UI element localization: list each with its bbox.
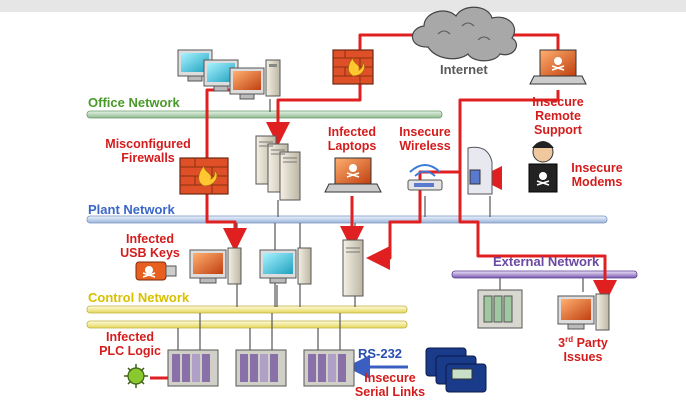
third-party-issues-label: 3rd Party Issues [558,335,608,364]
internet-cloud-icon [411,6,517,62]
office-network-label: Office Network [88,95,181,110]
server-rack-icon [255,135,301,201]
plc-rack-1 [167,349,219,387]
plc-rack-3 [303,349,355,387]
svg-text:Modems: Modems [572,175,623,189]
svg-text:Issues: Issues [564,350,603,364]
svg-text:Infected: Infected [328,125,376,139]
svg-text:Insecure: Insecure [399,125,450,139]
svg-text:Support: Support [534,123,583,137]
internet-label: Internet [440,62,488,77]
svg-text:PLC Logic: PLC Logic [99,344,161,358]
svg-text:USB Keys: USB Keys [120,246,180,260]
office-network-bus [86,110,443,119]
infected-laptop-icon [324,157,382,193]
third-party-workstation [557,293,610,331]
svg-text:Laptops: Laptops [328,139,377,153]
control-network-bus-2 [86,320,408,329]
insecure-serial-links-label: Insecure Serial Links [355,371,425,399]
plant-network-label: Plant Network [88,202,175,217]
hacker-icon [528,141,558,193]
usb-key-icon [135,261,177,281]
plant-firewall-icon [179,157,229,195]
rs232-label: RS-232 [358,346,402,361]
svg-text:Infected: Infected [106,330,154,344]
svg-text:Insecure: Insecure [571,161,622,175]
insecure-modems-label: Insecure Modems [571,161,622,189]
infected-plc-logic-label: Infected PLC Logic [99,330,161,358]
misconfigured-firewalls-label: Misconfigured Firewalls [105,137,190,165]
plc-rack-2 [235,349,287,387]
svg-text:3rd Party: 3rd Party [558,335,608,350]
svg-text:Firewalls: Firewalls [121,151,175,165]
external-network-label: External Network [493,254,600,269]
plant-server-icon [342,239,364,297]
top-strip [0,0,686,12]
svg-text:Insecure: Insecure [532,95,583,109]
wireless-access-point-icon [407,164,443,191]
external-plc-icon [477,289,523,329]
svg-text:Wireless: Wireless [399,139,450,153]
office-workstations [177,49,281,100]
remote-support-laptop-icon [529,49,587,85]
insecure-remote-support-label: Insecure Remote Support [532,95,583,137]
control-network-bus-1 [86,305,408,314]
svg-text:Infected: Infected [126,232,174,246]
svg-text:Remote: Remote [535,109,581,123]
external-network-bus [451,270,638,279]
plant-hmi-infected [189,247,242,285]
infected-laptops-label: Infected Laptops [328,125,377,153]
svg-text:Serial Links: Serial Links [355,385,425,399]
svg-text:Insecure: Insecure [364,371,415,385]
insecure-wireless-label: Insecure Wireless [399,125,450,153]
svg-text:Misconfigured: Misconfigured [105,137,190,151]
plant-hmi [259,247,312,285]
infected-usb-keys-label: Infected USB Keys [120,232,180,260]
modem-icon [467,146,493,195]
plant-network-bus [86,215,608,224]
firewall-icon [332,49,374,85]
virus-icon [124,364,148,388]
control-network-label: Control Network [88,290,190,305]
serial-devices-icon [425,347,487,393]
